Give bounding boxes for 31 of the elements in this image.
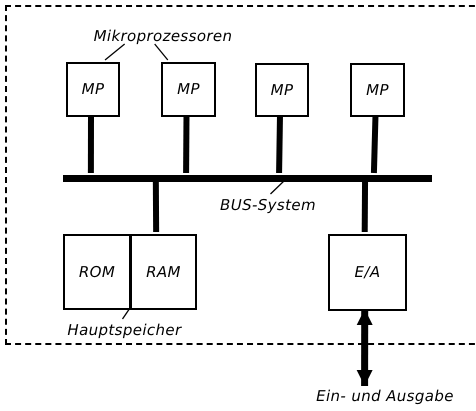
bus-label: BUS-System [220,198,316,213]
double-arrow [356,309,373,386]
leader-line [270,180,286,194]
bus-connector [362,180,368,232]
bus-bar [63,175,432,182]
leader-line [122,308,131,320]
leader-line [104,44,126,60]
bus-connector [276,114,283,174]
bus-connector [152,180,160,232]
box-label: MP [177,82,200,97]
io-box [328,234,407,311]
box-label: ROM [78,264,116,280]
processor-box [66,62,120,117]
box-label: RAM [146,264,181,280]
processor-box [255,63,309,117]
leader-line [154,44,168,60]
dashed-boundary [5,5,476,345]
bus-connector [370,114,378,174]
bus-connector [183,114,190,174]
box-label: MP [82,82,104,97]
box-label: MP [270,82,294,98]
memory-box [63,234,131,310]
group-label: Mikroprozessoren [94,29,232,44]
box-label: E/A [354,265,380,280]
bus-connector [88,114,94,173]
box-label: MP [366,82,389,98]
memory-box [130,234,197,310]
io-label: Ein- und Ausgabe [316,388,454,404]
processor-box [350,63,405,117]
processor-box [161,62,216,117]
memory-label: Hauptspeicher [67,323,182,338]
